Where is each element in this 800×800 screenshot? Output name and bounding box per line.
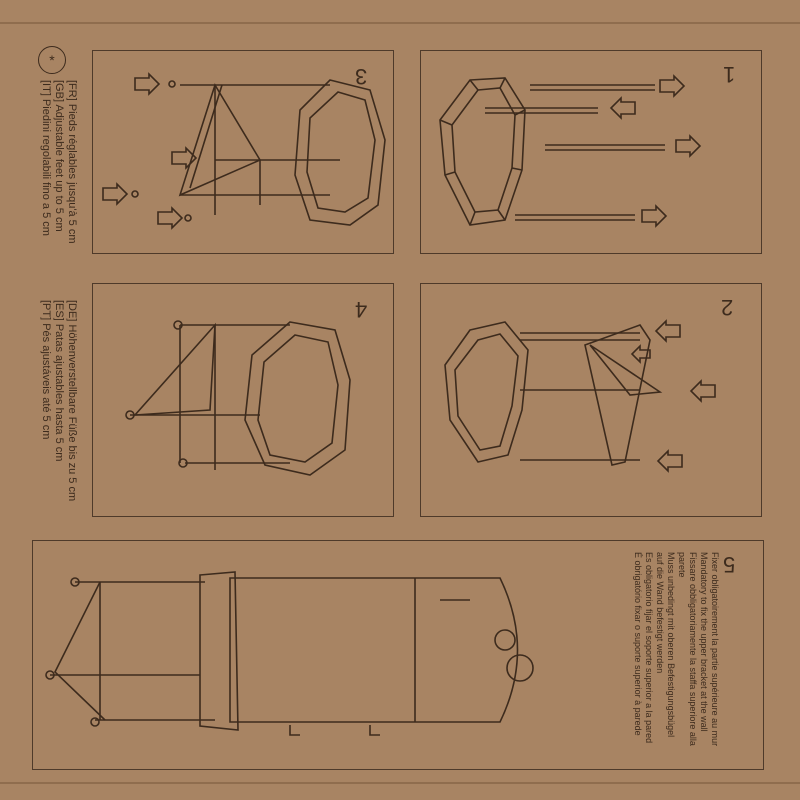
step-2-panel: 2 bbox=[420, 283, 762, 517]
box-flap-seam-bottom bbox=[0, 782, 800, 784]
wall-notes: Fixer obligatoirement la partie supérieu… bbox=[632, 552, 720, 746]
step-1-panel: 1 bbox=[420, 50, 762, 254]
step-3-panel: 3 bbox=[92, 50, 394, 254]
wall-note-it-cont: parete bbox=[677, 552, 687, 578]
note-circle: * bbox=[38, 46, 66, 74]
note-symbol: * bbox=[49, 52, 55, 68]
wall-note-de: Muss unbedingt mit oberen Befestigungsbü… bbox=[666, 552, 676, 738]
wall-note-de-cont: auf die Wand befestigt werden bbox=[655, 552, 665, 674]
wall-note-gb: Mandatory to fix the upper bracket at th… bbox=[699, 552, 709, 732]
wall-note-fr: Fixer obligatoirement la partie supérieu… bbox=[710, 552, 720, 747]
step-4-panel: 4 bbox=[92, 283, 394, 517]
wall-note-es: Es obligatorio fijar el soporte superior… bbox=[644, 552, 654, 744]
wall-note-pt: É obrigatório fixar o suporte superior à… bbox=[633, 552, 643, 736]
step-5-panel: 5 bbox=[32, 540, 764, 770]
box-flap-seam-top bbox=[0, 22, 800, 24]
wall-note-it: Fissare obbligatoriamente la staffa supe… bbox=[688, 552, 698, 746]
